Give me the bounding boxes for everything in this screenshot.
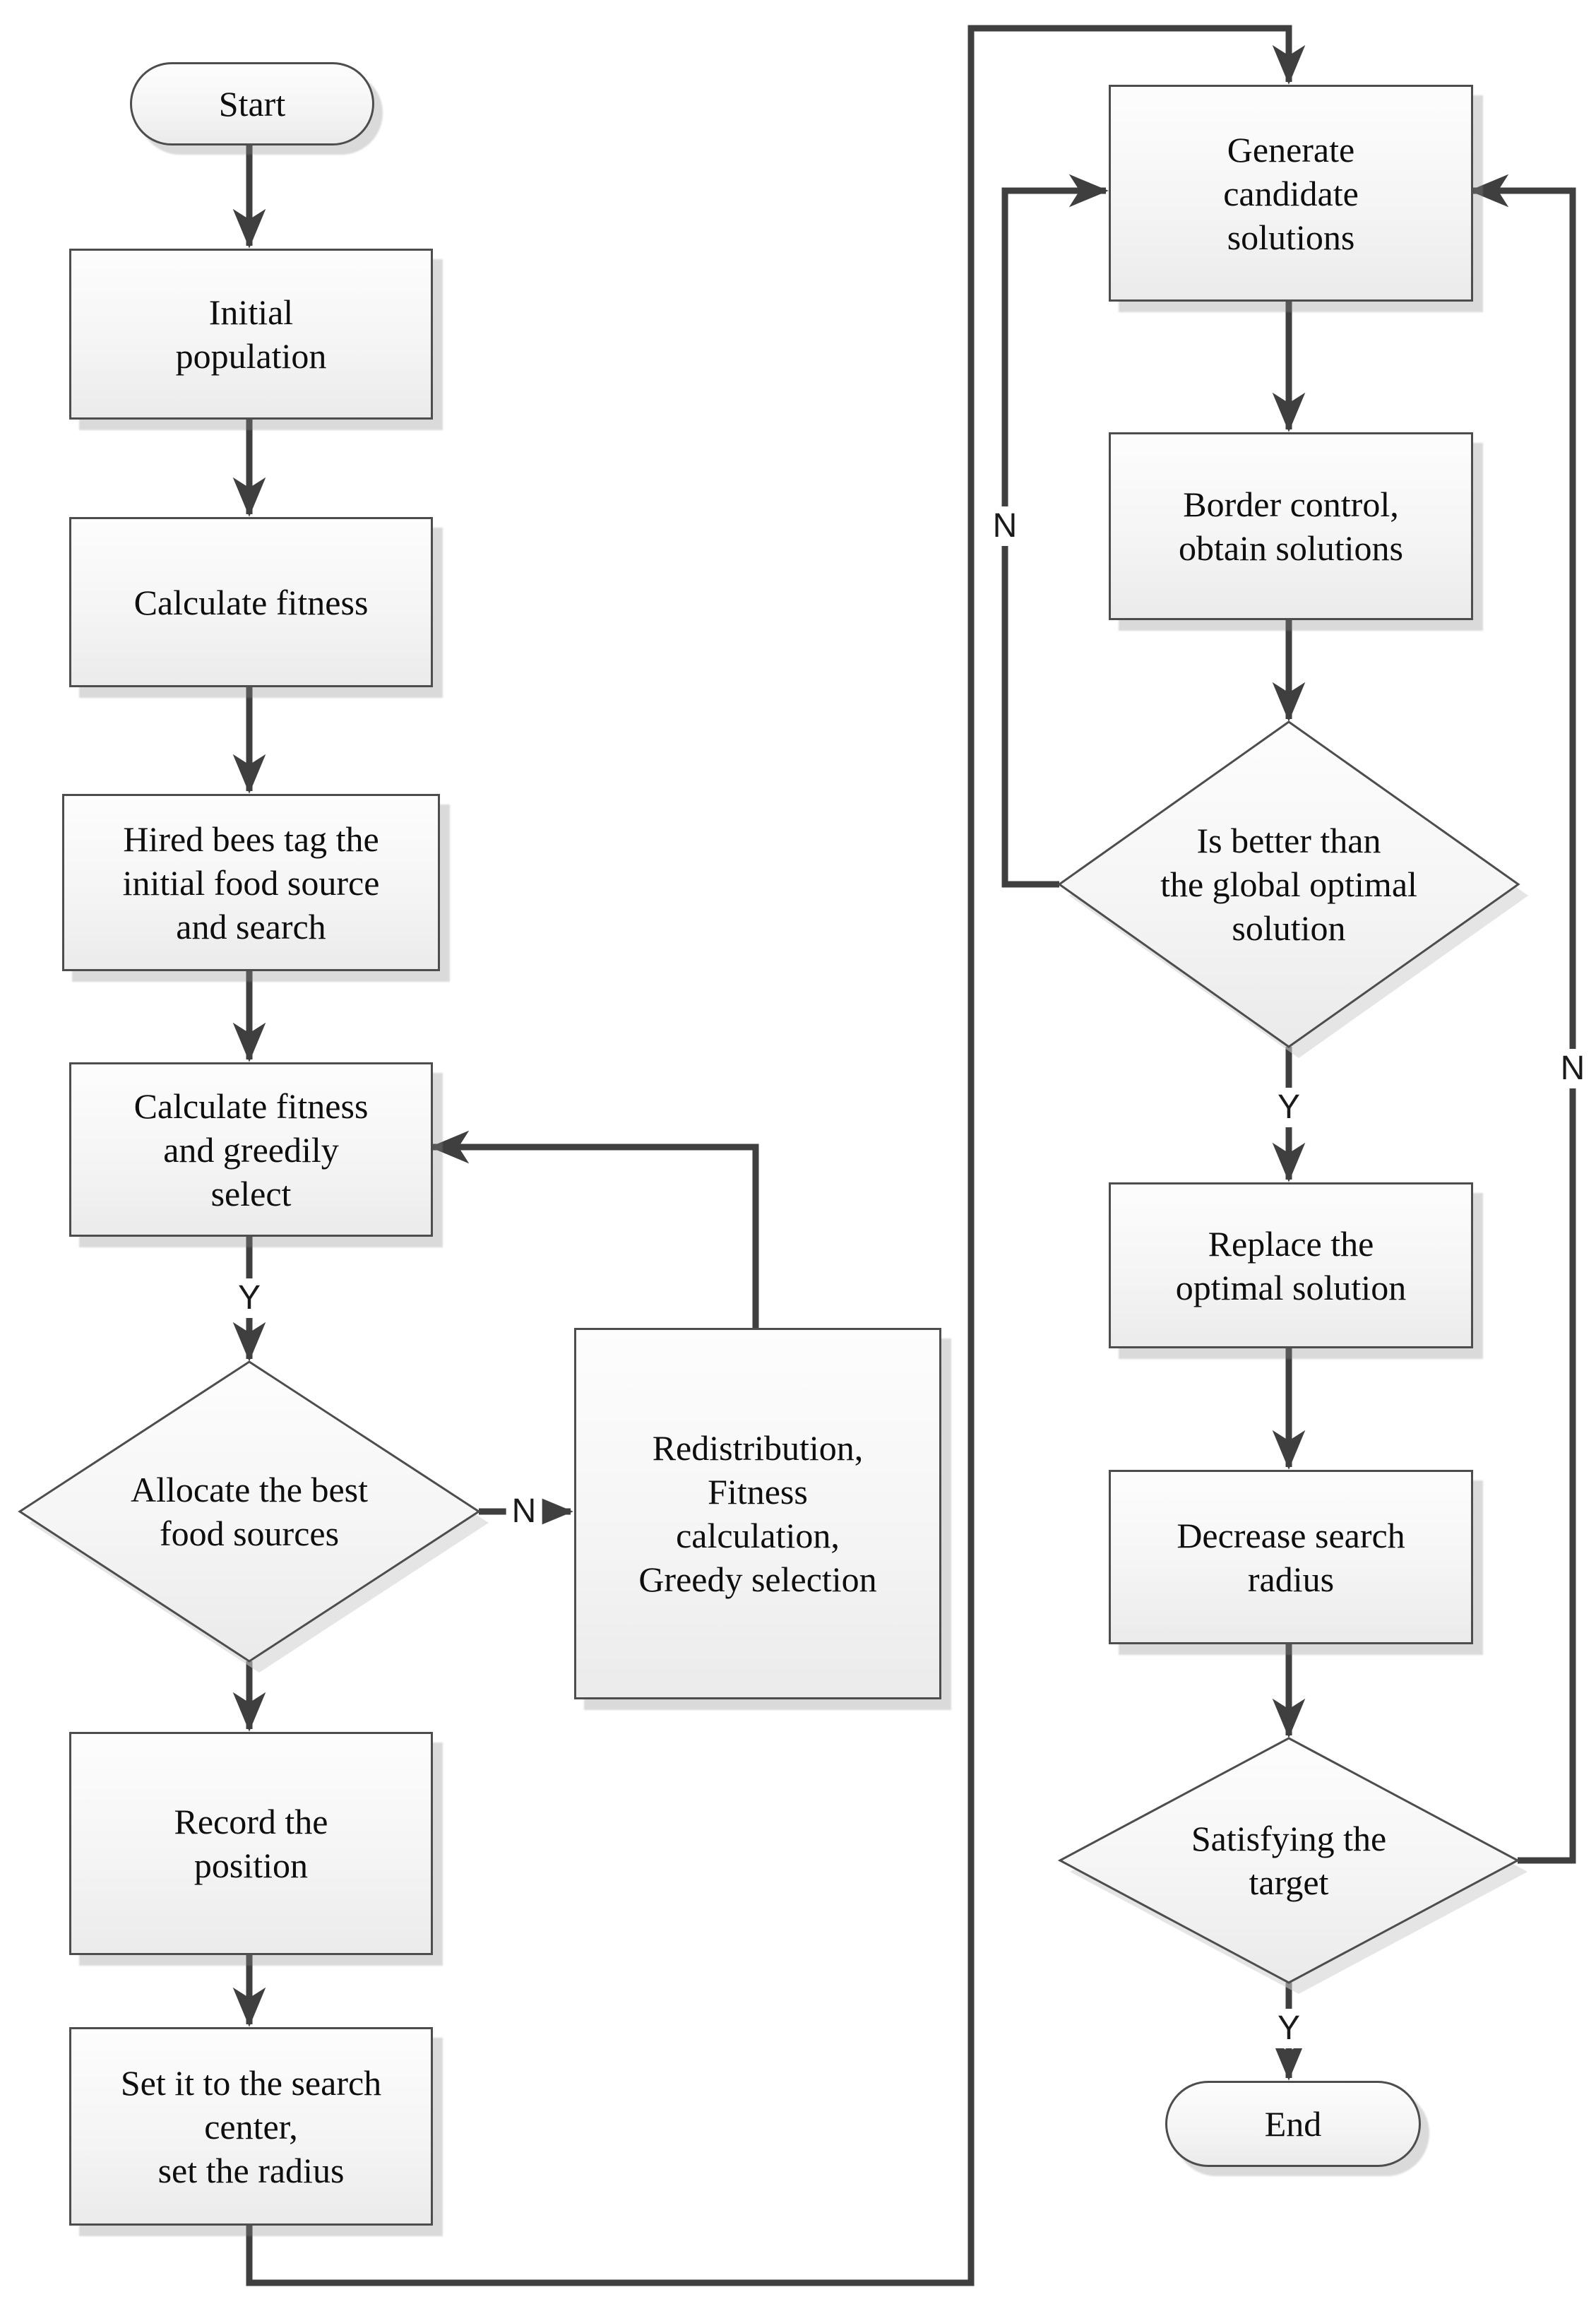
label-allocate-yes: Y — [232, 1278, 267, 1318]
node-end: End — [1165, 2081, 1421, 2167]
edge-setcenter-to-generate-long — [246, 25, 1306, 2286]
node-initial-population: Initial population — [69, 249, 433, 420]
label-satisfying-no: N — [1554, 1049, 1591, 1088]
label-is-better-no: N — [987, 506, 1023, 546]
diamond-allocate-best — [18, 1360, 489, 1673]
edge-redistribution-to-calcgreedy — [429, 1130, 759, 1328]
label-satisfying-yes: Y — [1271, 2009, 1306, 2048]
node-redistribution: Redistribution, Fitness calculation, Gre… — [574, 1328, 941, 1699]
node-record-position: Record the position — [69, 1732, 433, 1955]
label-is-better-yes: Y — [1271, 1088, 1306, 1127]
node-start: Start — [130, 62, 374, 146]
node-replace-optimal: Replace the optimal solution — [1109, 1182, 1473, 1348]
diamond-is-better — [1057, 720, 1528, 1058]
node-calculate-fitness: Calculate fitness — [69, 517, 433, 687]
label-allocate-no: N — [506, 1492, 542, 1531]
node-border-control: Border control, obtain solutions — [1109, 432, 1473, 620]
diamond-satisfying-target — [1057, 1737, 1527, 1994]
node-hired-bees: Hired bees tag the initial food source a… — [62, 794, 440, 971]
node-decrease-radius: Decrease search radius — [1109, 1470, 1473, 1644]
node-calculate-greedy: Calculate fitness and greedily select — [69, 1062, 433, 1237]
node-set-center: Set it to the search center, set the rad… — [69, 2027, 433, 2226]
node-generate-candidates: Generate candidate solutions — [1109, 85, 1473, 302]
edge-satisfying-no-loop — [1469, 174, 1576, 1864]
